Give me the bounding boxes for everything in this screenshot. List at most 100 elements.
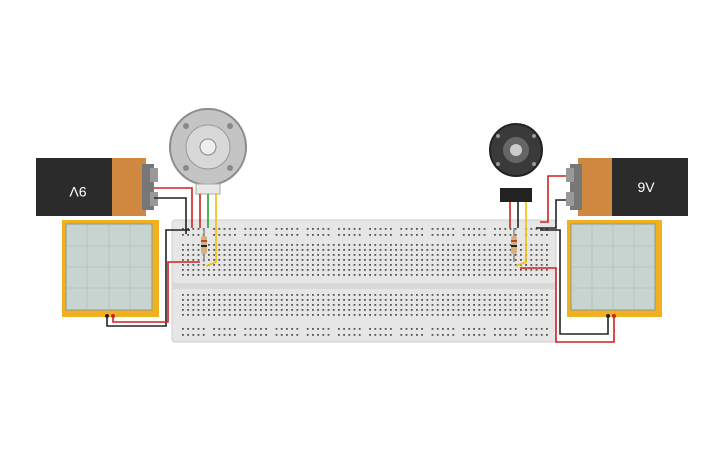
breadboard-hole[interactable] — [374, 328, 377, 330]
breadboard-hole[interactable] — [280, 304, 283, 306]
breadboard-hole[interactable] — [405, 259, 408, 261]
breadboard-hole[interactable] — [358, 334, 361, 336]
breadboard-hole[interactable] — [218, 264, 221, 266]
breadboard-hole[interactable] — [535, 294, 538, 296]
breadboard-hole[interactable] — [338, 309, 340, 311]
breadboard-hole[interactable] — [400, 249, 403, 251]
breadboard-hole[interactable] — [405, 234, 408, 236]
breadboard-hole[interactable] — [353, 294, 356, 296]
breadboard-hole[interactable] — [312, 294, 314, 296]
breadboard-hole[interactable] — [514, 334, 517, 336]
breadboard-hole[interactable] — [436, 254, 439, 256]
breadboard-hole[interactable] — [410, 334, 413, 336]
breadboard-hole[interactable] — [426, 249, 429, 251]
breadboard-hole[interactable] — [546, 309, 548, 311]
breadboard-hole[interactable] — [187, 249, 189, 251]
breadboard-hole[interactable] — [182, 334, 184, 336]
breadboard-hole[interactable] — [546, 304, 548, 306]
breadboard-hole[interactable] — [509, 269, 512, 271]
breadboard-hole[interactable] — [327, 334, 330, 336]
breadboard-hole[interactable] — [379, 228, 382, 230]
breadboard-hole[interactable] — [442, 309, 444, 311]
breadboard-hole[interactable] — [390, 244, 392, 246]
breadboard-hole[interactable] — [546, 314, 548, 316]
breadboard-hole[interactable] — [447, 309, 449, 311]
breadboard-hole[interactable] — [317, 244, 319, 246]
breadboard-hole[interactable] — [540, 244, 543, 246]
breadboard-hole[interactable] — [182, 294, 184, 296]
breadboard-hole[interactable] — [426, 269, 429, 271]
breadboard-hole[interactable] — [192, 234, 195, 236]
breadboard-hole[interactable] — [327, 309, 330, 311]
breadboard-hole[interactable] — [400, 334, 403, 336]
breadboard-hole[interactable] — [488, 299, 491, 301]
breadboard-hole[interactable] — [390, 314, 392, 316]
breadboard-hole[interactable] — [265, 328, 267, 330]
breadboard-hole[interactable] — [431, 244, 434, 246]
breadboard-hole[interactable] — [322, 274, 325, 276]
breadboard-hole[interactable] — [228, 269, 231, 271]
breadboard-hole[interactable] — [348, 304, 351, 306]
breadboard-hole[interactable] — [514, 254, 517, 256]
breadboard-hole[interactable] — [494, 334, 496, 336]
breadboard-hole[interactable] — [353, 228, 356, 230]
breadboard-hole[interactable] — [192, 299, 195, 301]
breadboard-hole[interactable] — [343, 314, 345, 316]
breadboard-hole[interactable] — [546, 254, 548, 256]
breadboard-hole[interactable] — [457, 299, 460, 301]
breadboard-hole[interactable] — [286, 314, 288, 316]
breadboard-hole[interactable] — [249, 254, 252, 256]
breadboard-hole[interactable] — [296, 334, 299, 336]
breadboard-hole[interactable] — [296, 309, 299, 311]
resistor-left[interactable] — [201, 228, 207, 262]
breadboard-hole[interactable] — [379, 314, 382, 316]
breadboard-hole[interactable] — [249, 244, 252, 246]
breadboard-hole[interactable] — [208, 269, 210, 271]
breadboard-hole[interactable] — [358, 314, 361, 316]
breadboard-hole[interactable] — [483, 304, 486, 306]
breadboard-hole[interactable] — [400, 234, 403, 236]
breadboard-hole[interactable] — [546, 234, 548, 236]
breadboard-hole[interactable] — [327, 304, 330, 306]
breadboard-hole[interactable] — [187, 299, 189, 301]
breadboard-hole[interactable] — [400, 294, 403, 296]
breadboard-hole[interactable] — [327, 328, 330, 330]
breadboard-hole[interactable] — [416, 309, 418, 311]
breadboard-hole[interactable] — [223, 234, 226, 236]
breadboard-hole[interactable] — [260, 244, 262, 246]
breadboard-hole[interactable] — [182, 259, 184, 261]
breadboard-hole[interactable] — [520, 249, 522, 251]
breadboard-hole[interactable] — [286, 228, 288, 230]
breadboard-hole[interactable] — [369, 264, 371, 266]
breadboard-hole[interactable] — [317, 259, 319, 261]
breadboard-hole[interactable] — [332, 314, 335, 316]
breadboard-hole[interactable] — [197, 314, 200, 316]
breadboard-hole[interactable] — [509, 309, 512, 311]
breadboard-hole[interactable] — [317, 314, 319, 316]
breadboard-hole[interactable] — [296, 274, 299, 276]
breadboard-hole[interactable] — [239, 314, 241, 316]
breadboard-hole[interactable] — [192, 294, 195, 296]
breadboard-hole[interactable] — [384, 274, 387, 276]
breadboard-hole[interactable] — [442, 244, 444, 246]
breadboard-hole[interactable] — [322, 254, 325, 256]
breadboard-hole[interactable] — [462, 274, 465, 276]
breadboard-hole[interactable] — [291, 249, 293, 251]
breadboard-hole[interactable] — [384, 299, 387, 301]
breadboard-hole[interactable] — [379, 234, 382, 236]
breadboard-hole[interactable] — [244, 249, 247, 251]
breadboard-hole[interactable] — [447, 294, 449, 296]
breadboard-hole[interactable] — [306, 299, 309, 301]
breadboard-hole[interactable] — [462, 304, 465, 306]
breadboard-hole[interactable] — [540, 334, 543, 336]
breadboard-hole[interactable] — [483, 234, 486, 236]
breadboard-hole[interactable] — [265, 269, 267, 271]
breadboard-hole[interactable] — [390, 334, 392, 336]
breadboard-hole[interactable] — [447, 269, 449, 271]
breadboard-hole[interactable] — [379, 328, 382, 330]
breadboard-hole[interactable] — [228, 314, 231, 316]
breadboard-hole[interactable] — [244, 254, 247, 256]
breadboard-hole[interactable] — [483, 259, 486, 261]
breadboard-hole[interactable] — [457, 274, 460, 276]
breadboard-hole[interactable] — [520, 304, 522, 306]
